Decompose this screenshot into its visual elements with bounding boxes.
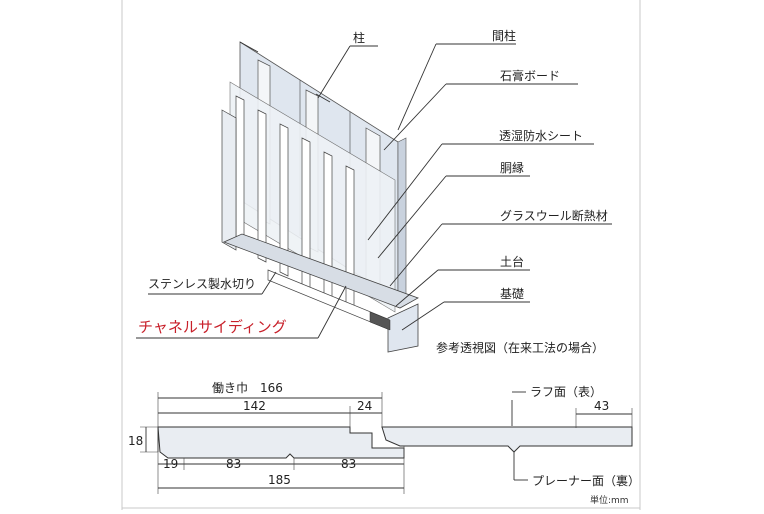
siding-profile — [157, 426, 633, 459]
dim-24: 24 — [357, 399, 372, 413]
leader-lines — [136, 43, 612, 339]
label-planer-face: プレーナー面（裏） — [532, 473, 640, 488]
dim-18: 18 — [128, 434, 143, 448]
profile-dimensions — [140, 391, 633, 494]
label-channel-siding: チャネルサイディング — [138, 318, 287, 336]
dim-142: 142 — [243, 399, 266, 413]
label-kiso: 基礎 — [500, 287, 524, 301]
label-stainless: ステンレス製水切り — [148, 277, 256, 291]
dim-83-a: 83 — [226, 457, 241, 471]
dim-83-b: 83 — [341, 457, 356, 471]
label-glasswool: グラスウール断熱材 — [500, 208, 608, 223]
dim-19: 19 — [163, 457, 178, 471]
wall-perspective — [221, 41, 419, 353]
label-rough-face: ラフ面（表） — [530, 385, 602, 399]
label-mabashira: 間柱 — [492, 28, 516, 43]
label-toshitsu-sheet: 透湿防水シート — [499, 128, 583, 143]
caption: 参考透視図（在来工法の場合） — [436, 340, 604, 355]
label-sekko-board: 石膏ボード — [500, 68, 560, 83]
label-dobuchi: 胴縁 — [500, 160, 524, 175]
dim-43: 43 — [594, 399, 609, 413]
unit-label: 単位:mm — [590, 494, 629, 506]
dim-working-width: 働き巾 166 — [212, 381, 283, 395]
label-hashira: 柱 — [353, 30, 365, 45]
label-dodai: 土台 — [500, 254, 524, 269]
dim-185: 185 — [268, 473, 291, 487]
